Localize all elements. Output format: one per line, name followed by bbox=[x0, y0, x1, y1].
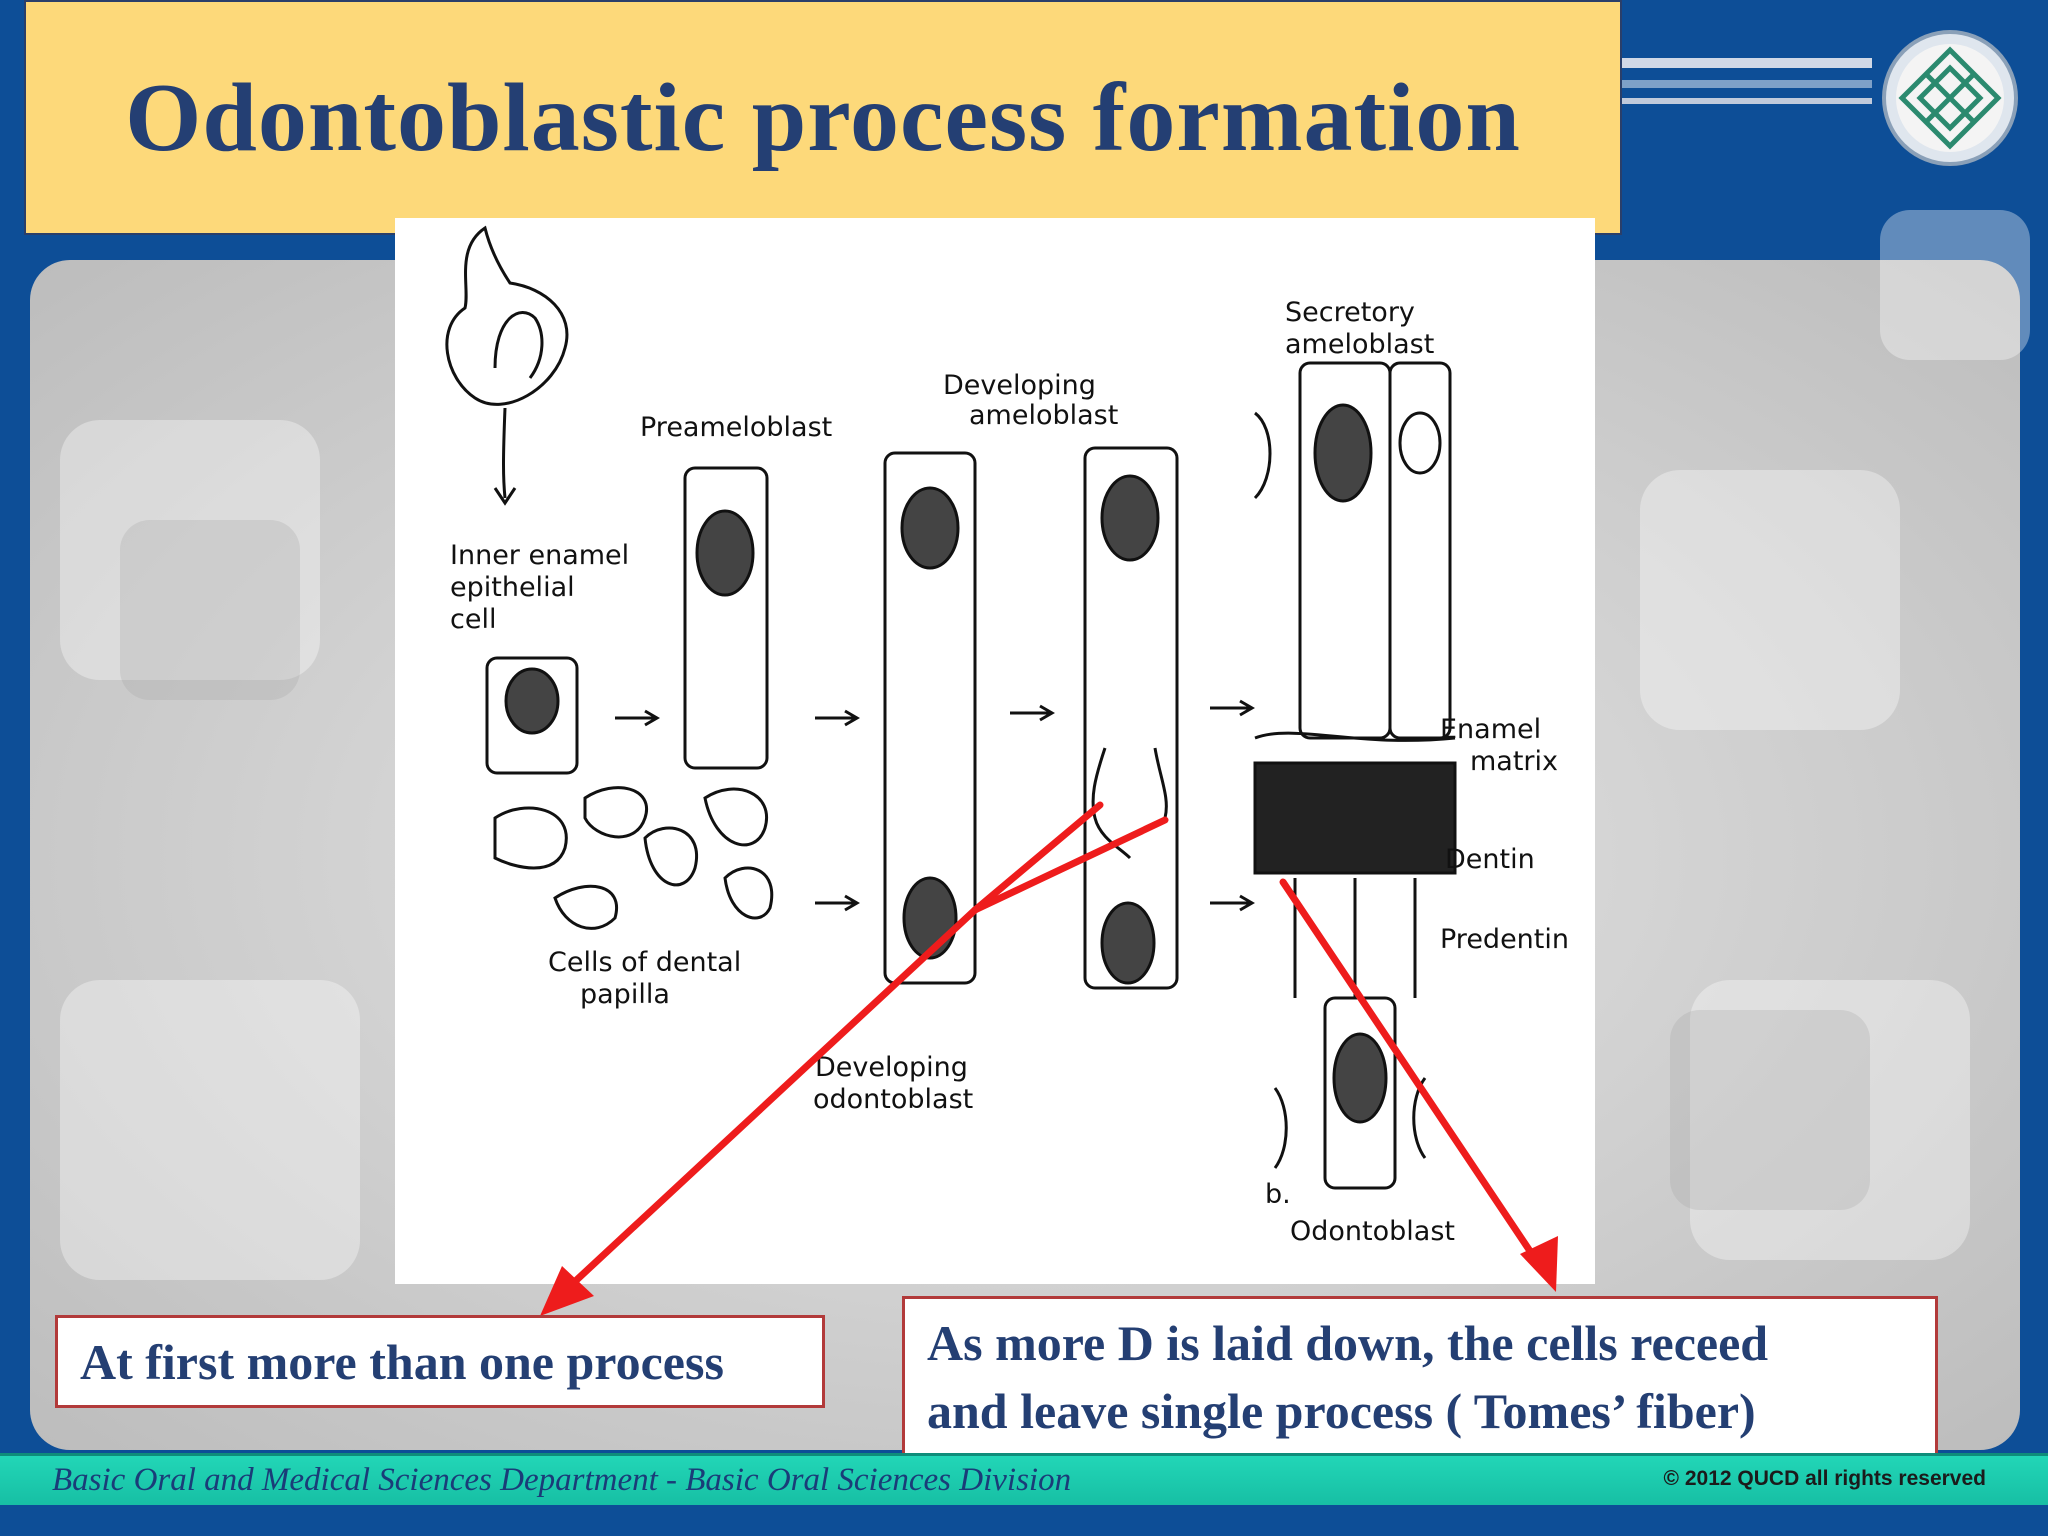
label-secretory-2: ameloblast bbox=[1285, 329, 1434, 360]
label-secretory-1: Secretory bbox=[1285, 297, 1415, 328]
footer-department: Basic Oral and Medical Sciences Departme… bbox=[52, 1462, 1072, 1498]
slide-title: Odontoblastic process formation bbox=[125, 63, 1521, 172]
label-inner-enamel: Inner enamel bbox=[450, 540, 629, 571]
label-cell: cell bbox=[450, 604, 496, 635]
label-developing-ameloblast-2: ameloblast bbox=[969, 400, 1118, 431]
label-enamel: Enamel bbox=[1440, 714, 1541, 745]
label-developing-ameloblast-1: Developing bbox=[943, 370, 1096, 401]
diagram-figure: Inner enamel epithelial cell Preamelobla… bbox=[395, 218, 1595, 1284]
callout-1-text: At first more than one process bbox=[80, 1333, 724, 1390]
university-logo bbox=[1882, 30, 2018, 166]
label-predentin: Predentin bbox=[1440, 924, 1569, 955]
label-matrix: matrix bbox=[1470, 746, 1558, 777]
odontoblast-diagram: Inner enamel epithelial cell Preamelobla… bbox=[445, 225, 1569, 1247]
callout-multiple-processes: At first more than one process bbox=[55, 1315, 825, 1408]
title-banner: Odontoblastic process formation bbox=[24, 0, 1622, 235]
label-panel-letter: b. bbox=[1265, 1179, 1291, 1210]
label-epithelial: epithelial bbox=[450, 572, 575, 603]
label-dental-papilla-2: papilla bbox=[580, 979, 670, 1010]
label-developing-odontoblast-1: Developing bbox=[815, 1052, 968, 1083]
callout-2-line1: As more D is laid down, the cells receed bbox=[927, 1315, 1769, 1371]
label-odontoblast: Odontoblast bbox=[1290, 1216, 1455, 1247]
footer-bar: Basic Oral and Medical Sciences Departme… bbox=[0, 1453, 2048, 1505]
label-preameloblast: Preameloblast bbox=[640, 412, 832, 443]
label-dentin: Dentin bbox=[1445, 844, 1535, 875]
footer-copyright: © 2012 QUCD all rights reserved bbox=[1663, 1467, 1986, 1490]
callout-single-process: As more D is laid down, the cells receed… bbox=[902, 1296, 1938, 1456]
label-developing-odontoblast-2: odontoblast bbox=[813, 1084, 973, 1115]
label-dental-papilla-1: Cells of dental bbox=[548, 947, 741, 978]
callout-2-line2: and leave single process ( Tomes’ fiber) bbox=[927, 1383, 1756, 1439]
